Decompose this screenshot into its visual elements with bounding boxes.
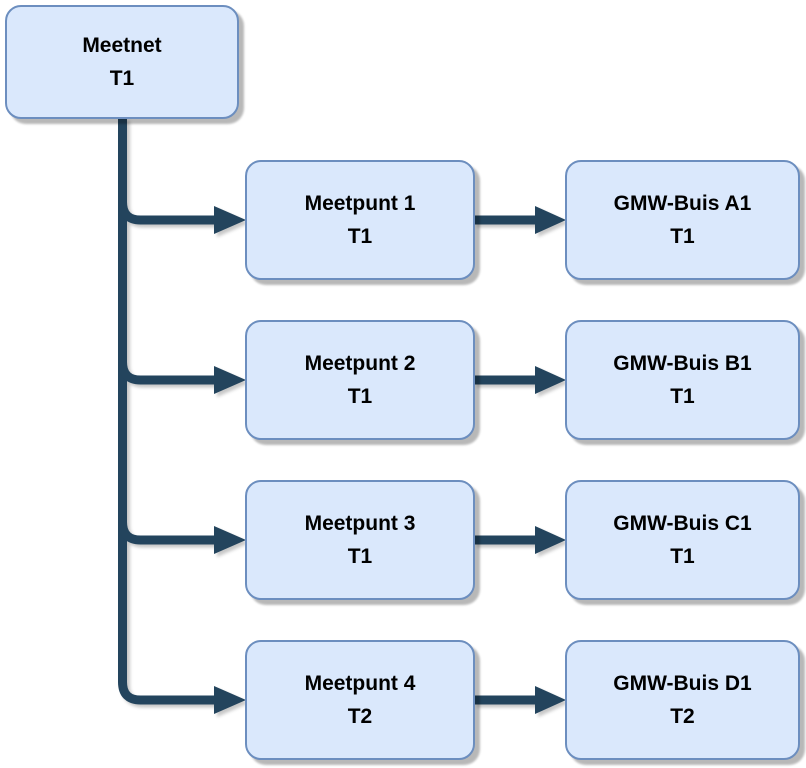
connector-trunk	[118, 118, 215, 705]
node-subtitle: T1	[347, 545, 373, 568]
node-subtitle: T1	[670, 545, 695, 568]
node-title: Meetnet	[82, 34, 162, 57]
node-title: GMW-Buis C1	[613, 512, 752, 535]
arrowhead-gmw-3	[535, 526, 566, 554]
node-meetpunt-3[interactable]: Meetpunt 3 T1	[245, 480, 475, 600]
node-gmw-buis-a1[interactable]: GMW-Buis A1 T1	[565, 160, 800, 280]
arrowhead-gmw-1	[535, 206, 566, 234]
node-subtitle: T2	[670, 705, 695, 728]
node-subtitle: T2	[347, 705, 373, 728]
node-meetpunt-4[interactable]: Meetpunt 4 T2	[245, 640, 475, 760]
node-title: Meetpunt 2	[304, 352, 416, 375]
arrowhead-branch-3	[214, 526, 246, 554]
node-subtitle: T1	[670, 385, 695, 408]
node-meetpunt-2[interactable]: Meetpunt 2 T1	[245, 320, 475, 440]
node-subtitle: T1	[109, 67, 135, 90]
arrowhead-branch-1	[214, 206, 246, 234]
node-title: Meetpunt 1	[304, 192, 416, 215]
connector-branch-1	[118, 201, 215, 225]
node-title: Meetpunt 4	[304, 672, 416, 695]
node-gmw-buis-b1[interactable]: GMW-Buis B1 T1	[565, 320, 800, 440]
node-meetpunt-1[interactable]: Meetpunt 1 T1	[245, 160, 475, 280]
arrowhead-gmw-4	[535, 686, 566, 714]
node-gmw-buis-d1[interactable]: GMW-Buis D1 T2	[565, 640, 800, 760]
node-gmw-buis-c1[interactable]: GMW-Buis C1 T1	[565, 480, 800, 600]
node-subtitle: T1	[670, 225, 695, 248]
node-subtitle: T1	[347, 385, 373, 408]
node-title: GMW-Buis D1	[613, 672, 752, 695]
connector-branch-3	[118, 521, 215, 545]
node-title: Meetpunt 3	[304, 512, 416, 535]
node-subtitle: T1	[347, 225, 373, 248]
arrowhead-gmw-2	[535, 366, 566, 394]
arrowhead-branch-2	[214, 366, 246, 394]
connector-branch-2	[118, 361, 215, 385]
node-meetnet[interactable]: Meetnet T1	[5, 5, 239, 119]
node-title: GMW-Buis B1	[613, 352, 752, 375]
node-title: GMW-Buis A1	[613, 192, 752, 215]
arrowhead-branch-4	[214, 686, 246, 714]
